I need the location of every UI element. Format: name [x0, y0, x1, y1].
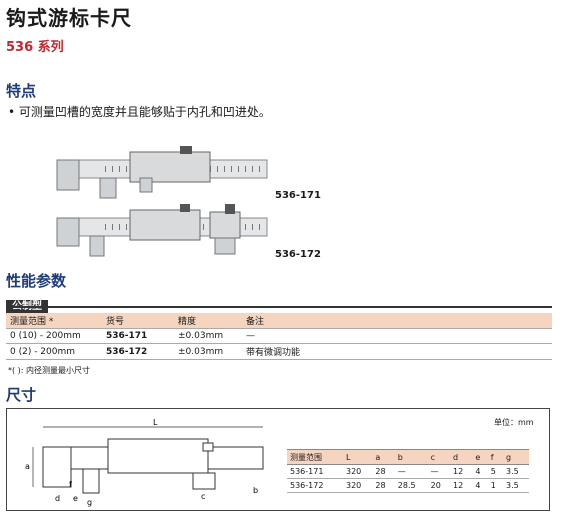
cell: — — [394, 464, 428, 479]
dimensions-table: 测量范围 L a b c d e f g 536-171 320 28 — — … — [287, 449, 529, 493]
cell-accuracy: ±0.03mm — [174, 328, 242, 344]
col-f: f — [487, 449, 504, 465]
cell: 320 — [343, 464, 373, 479]
series-label: 536 系列 — [6, 40, 64, 55]
cell: 28 — [372, 464, 395, 479]
cell-range: 0 (10) - 200mm — [6, 328, 102, 344]
table-row: 0 (2) - 200mm 536-172 ±0.03mm 带有微调功能 — [6, 343, 552, 360]
cell-model: 536-172 — [102, 343, 174, 360]
col-L: L — [343, 449, 373, 465]
col-d: d — [450, 449, 473, 465]
label-g: g — [87, 498, 92, 507]
col-range: 测量范围 * — [6, 313, 102, 329]
label-e: e — [73, 494, 78, 503]
table-header-row: 测量范围 L a b c d e f g — [287, 449, 529, 465]
cell: 3.5 — [503, 464, 529, 479]
col-g: g — [503, 449, 529, 465]
features-text: • 可测量凹槽的宽度并且能够贴于内孔和凹进处。 — [8, 104, 279, 121]
cell-remarks: 带有微调功能 — [242, 343, 552, 360]
specs-footnote: *( ): 内径测量最小尺寸 — [8, 366, 91, 375]
bullet: • — [8, 105, 16, 119]
col-range: 测量范围 — [287, 449, 343, 465]
cell: 1 — [487, 478, 504, 493]
cell: 536-171 — [287, 464, 343, 479]
cell-model: 536-171 — [102, 328, 174, 344]
col-model: 货号 — [102, 313, 174, 329]
label-c: c — [201, 492, 205, 501]
table-row: 536-171 320 28 — — 12 4 5 3.5 — [287, 464, 529, 479]
cell: 4 — [472, 478, 488, 493]
model-label-536-172: 536-172 — [275, 249, 321, 260]
cell: 28 — [372, 478, 395, 493]
col-accuracy: 精度 — [174, 313, 242, 329]
caliper-536-171-image — [56, 146, 268, 199]
metric-tag-bar: 公制型 — [6, 294, 552, 314]
dimension-drawing: L a d f e g c b — [25, 418, 264, 507]
col-c: c — [427, 449, 451, 465]
features-heading: 特点 — [6, 82, 37, 100]
table-header-row: 测量范围 * 货号 精度 备注 — [6, 313, 552, 329]
label-b: b — [253, 486, 258, 495]
cell: 3.5 — [503, 478, 529, 493]
model-label-536-171: 536-171 — [275, 190, 321, 201]
cell: 5 — [487, 464, 504, 479]
cell: 4 — [472, 464, 488, 479]
label-L: L — [153, 418, 158, 427]
table-row: 0 (10) - 200mm 536-171 ±0.03mm — — [6, 328, 552, 344]
cell: — — [427, 464, 451, 479]
cell-range: 0 (2) - 200mm — [6, 343, 102, 360]
caliper-536-172-image — [56, 204, 268, 257]
specs-table: 测量范围 * 货号 精度 备注 0 (10) - 200mm 536-171 ±… — [6, 313, 552, 360]
dimensions-panel: L a d f e g c b 单位：mm 测量范围 L a b c d e f… — [6, 408, 550, 511]
cell: 20 — [427, 478, 451, 493]
cell: 12 — [450, 478, 473, 493]
page-title: 钩式游标卡尺 — [6, 6, 132, 30]
unit-label: 单位：mm — [494, 418, 534, 427]
col-remarks: 备注 — [242, 313, 552, 329]
cell: 28.5 — [394, 478, 428, 493]
specs-heading: 性能参数 — [6, 272, 67, 290]
cell-remarks: — — [242, 328, 552, 344]
cell: 536-172 — [287, 478, 343, 493]
table-row: 536-172 320 28 28.5 20 12 4 1 3.5 — [287, 478, 529, 493]
features-description: 可测量凹槽的宽度并且能够贴于内孔和凹进处。 — [18, 105, 271, 119]
label-a: a — [25, 462, 30, 471]
col-b: b — [394, 449, 428, 465]
dimensions-heading: 尺寸 — [6, 386, 37, 404]
label-d: d — [55, 494, 60, 503]
cell-accuracy: ±0.03mm — [174, 343, 242, 360]
label-f: f — [69, 480, 72, 489]
cell: 320 — [343, 478, 373, 493]
col-a: a — [372, 449, 395, 465]
cell: 12 — [450, 464, 473, 479]
col-e: e — [472, 449, 488, 465]
